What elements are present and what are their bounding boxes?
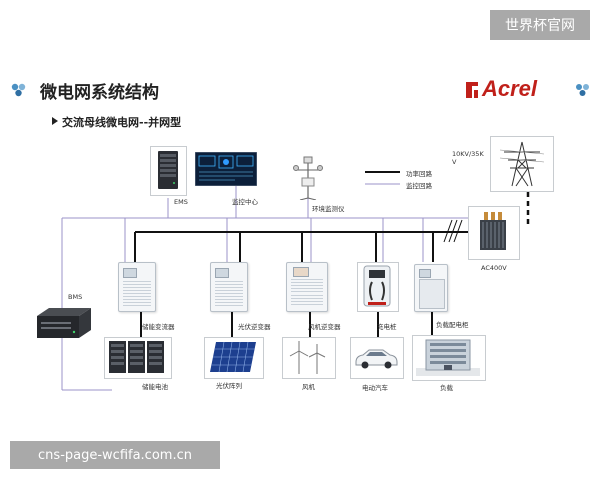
- env-monitor-label: 环境监测仪: [312, 205, 345, 213]
- legend-monitor-label: 监控回路: [406, 182, 432, 190]
- bms-label: BMS: [68, 293, 83, 301]
- wind-converter-cabinet: [286, 262, 328, 312]
- ems-label: EMS: [174, 198, 188, 206]
- watermark-bottom: cns-page-wcfifa.com.cn: [10, 441, 220, 469]
- hex-dots-icon: [11, 83, 26, 97]
- watermark-top: 世界杯官网: [490, 10, 590, 40]
- legend-power-label: 功率回路: [406, 170, 432, 178]
- wind-converter-label: 风机逆变器: [308, 323, 341, 331]
- charger-label: 充电桩: [377, 323, 397, 331]
- ev-label: 电动汽车: [362, 384, 388, 392]
- pv-inverter-cabinet: [210, 262, 248, 312]
- battery-label: 储能电池: [142, 383, 168, 391]
- page-title: 微电网系统结构: [40, 83, 159, 103]
- server-rack-icon: [158, 151, 178, 189]
- dashboard-screen-icon: [195, 152, 257, 186]
- charger-icon: [363, 265, 391, 307]
- brand-logo-mark-icon: [466, 82, 478, 98]
- transformer-icon: [480, 212, 506, 250]
- building-icon: [416, 339, 480, 376]
- monitor-center-label: 监控中心: [232, 198, 258, 206]
- brand-logo-text: Acrel: [482, 76, 538, 101]
- load-cabinet-label: 负载配电柜: [436, 321, 469, 329]
- transformer-label: AC400V: [481, 264, 507, 272]
- solar-panel-icon: [210, 341, 256, 373]
- grid-voltage-label: 10KV/35K V: [452, 150, 484, 166]
- pv-array-label: 光伏阵列: [216, 382, 242, 390]
- wind-turbine-icon: [289, 341, 326, 374]
- storage-pcs-label: 储能变流器: [142, 323, 175, 331]
- bus-break-marks: [443, 219, 463, 243]
- wind-turbine-label: 风机: [302, 383, 315, 391]
- car-icon: [355, 349, 398, 369]
- load-label: 负载: [440, 384, 453, 392]
- hex-dots-icon: [576, 84, 589, 96]
- bms-box-icon: [37, 308, 91, 338]
- pv-inverter-label: 光伏逆变器: [238, 323, 271, 331]
- triangle-bullet-icon: [52, 117, 58, 125]
- wind-frame: [282, 337, 336, 379]
- weather-station-icon: [293, 156, 323, 200]
- power-bus: [134, 231, 478, 338]
- diagram-subtitle: 交流母线微电网--并网型: [62, 116, 182, 129]
- transmission-tower-icon: [500, 141, 544, 187]
- battery-icon: [109, 341, 164, 373]
- load-cabinet: [414, 264, 448, 312]
- storage-pcs-cabinet: [118, 262, 156, 312]
